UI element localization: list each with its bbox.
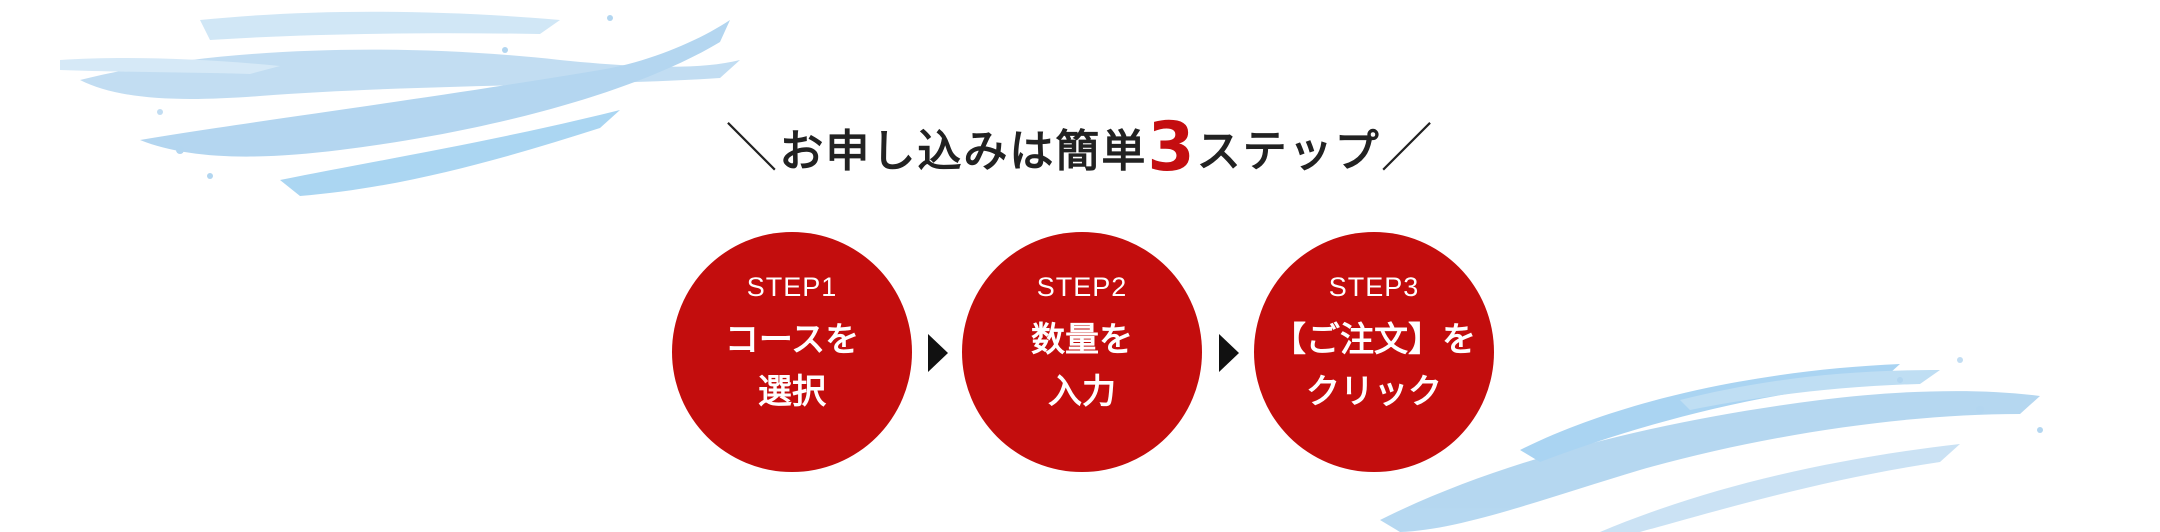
step-text: コースを 選択 xyxy=(672,314,912,418)
step-text-line2: クリック xyxy=(1306,372,1442,412)
arrow-right-icon xyxy=(928,334,948,372)
title-text-before: お申し込みは簡単 xyxy=(779,126,1148,177)
step-text: 数量を 入力 xyxy=(962,314,1202,418)
step-text-line2: 入力 xyxy=(1048,372,1116,412)
step-text-line1: 数量を xyxy=(1031,320,1133,360)
title-right-slash: ／ xyxy=(1380,119,1435,179)
step-label: STEP3 xyxy=(1328,272,1420,302)
page-title: ＼お申し込みは簡単3ステップ／ xyxy=(0,108,2160,192)
brush-stroke-top-left xyxy=(60,11,740,196)
step-text: 【ご注文】を クリック xyxy=(1254,314,1494,418)
title-text-after: ステップ xyxy=(1196,126,1381,177)
title-step-count: 3 xyxy=(1147,108,1197,187)
step-circle-1: STEP1 コースを 選択 xyxy=(672,232,912,472)
step-text-line1: コースを xyxy=(724,320,860,360)
step-circle-2: STEP2 数量を 入力 xyxy=(962,232,1202,472)
step-text-line1: 【ご注文】を xyxy=(1272,320,1476,360)
step-label: STEP2 xyxy=(1036,272,1128,302)
brush-stroke-bottom-right xyxy=(1380,357,2043,532)
title-left-slash: ＼ xyxy=(725,119,780,179)
step-label: STEP1 xyxy=(746,272,838,302)
step-text-line2: 選択 xyxy=(758,372,826,412)
arrow-right-icon xyxy=(1219,334,1239,372)
step-circle-3: STEP3 【ご注文】を クリック xyxy=(1254,232,1494,472)
